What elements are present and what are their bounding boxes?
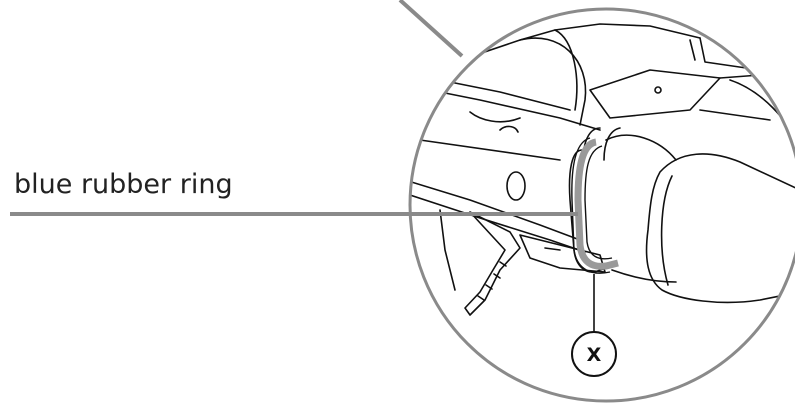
rubber-ring	[574, 138, 619, 270]
magnified-content	[410, 23, 795, 316]
latch-clip	[464, 211, 521, 316]
magnifier-circle	[408, 7, 795, 403]
round-tube-top	[605, 134, 677, 161]
bracket-plate	[589, 69, 721, 119]
tube-bottom-edge	[410, 179, 581, 241]
marker-label: X	[587, 344, 602, 366]
bracket-screw	[654, 86, 662, 94]
tube-top-edge	[429, 89, 601, 131]
round-tube-bottom	[611, 269, 677, 283]
tube-hole	[506, 171, 526, 201]
upper-rail	[454, 23, 701, 63]
lower-bracket	[519, 234, 606, 273]
ring-callout-label: blue rubber ring	[14, 169, 233, 200]
handle-sleeve	[645, 153, 795, 304]
upper-leader-line	[398, 0, 464, 58]
marker-circle	[571, 331, 617, 377]
